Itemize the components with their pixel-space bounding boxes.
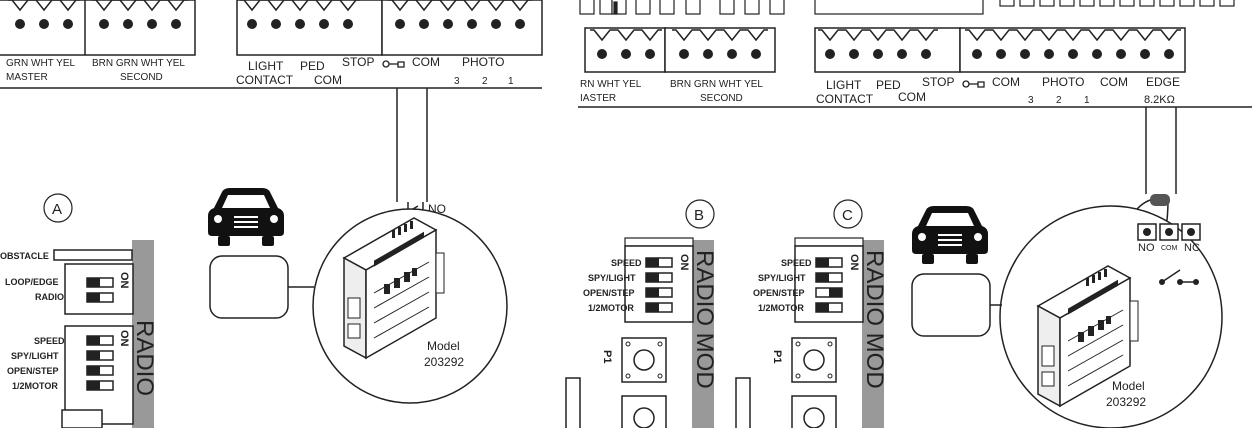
right-com2-label: COM — [1100, 75, 1128, 89]
relay-terminal-block — [1137, 223, 1201, 241]
left-com-label: COM — [412, 55, 440, 69]
relay-no-label: NO — [1138, 242, 1155, 254]
right-terminal-strip — [578, 27, 1252, 108]
b-half-motor-label: 1/2MOTOR — [588, 303, 634, 313]
left-cable — [396, 88, 428, 213]
left-on-bottom: ON — [118, 330, 130, 347]
right-top-partial — [579, 0, 1235, 15]
section-c-marker — [833, 199, 863, 229]
right-second-wire-colors: BRN GRN WHT YEL — [670, 79, 763, 90]
right-bottom-com-label: COM — [898, 90, 926, 104]
right-photo-2: 2 — [1056, 95, 1062, 106]
left-photo-label: PHOTO — [462, 55, 504, 69]
left-loop-detector — [209, 255, 289, 319]
left-master-wire-colors: GRN WHT YEL — [6, 58, 76, 69]
relay-nc-label: NC — [1184, 242, 1200, 254]
left-relay-magnifier: Model 203292 — [312, 208, 508, 404]
section-b-marker — [685, 199, 715, 229]
left-on-top: ON — [118, 272, 130, 289]
right-light-label: LIGHT — [826, 78, 862, 92]
left-light-label: LIGHT — [248, 59, 284, 73]
right-key-icon — [962, 80, 985, 88]
right-photo-3: 3 — [1028, 95, 1034, 106]
right-edge-label: EDGE — [1146, 75, 1180, 89]
b-speed-label: SPEED — [611, 258, 642, 268]
left-control-board — [53, 240, 154, 428]
left-photo-1: 1 — [508, 76, 514, 87]
left-radio-switch-label: RADIO — [35, 292, 64, 302]
right-second-label: SECOND — [700, 93, 743, 104]
left-stop-label: STOP — [342, 55, 374, 69]
section-a-marker — [43, 193, 73, 223]
left-model-label: Model — [427, 339, 460, 353]
left-photo-2: 2 — [482, 76, 488, 87]
right-model-label: Model — [1112, 379, 1145, 393]
b-open-step-label: OPEN/STEP — [583, 288, 635, 298]
section-c-letter: C — [842, 207, 853, 224]
left-bottom-com-label: COM — [314, 73, 342, 87]
right-cable-crimp — [1150, 194, 1170, 206]
b-p1-label: P1 — [601, 350, 613, 363]
c-spy-light-label: SPY/LIGHT — [758, 273, 806, 283]
board-c — [735, 237, 884, 428]
c-speed-label: SPEED — [781, 258, 812, 268]
left-ped-label: PED — [300, 59, 325, 73]
relay-com-label: COM — [1161, 245, 1178, 252]
left-open-step-label: OPEN/STEP — [7, 366, 59, 376]
right-edge-value: 8.2KΩ — [1144, 94, 1175, 106]
section-b-letter: B — [694, 207, 704, 224]
left-car-icon — [208, 188, 284, 246]
right-photo-label: PHOTO — [1042, 75, 1084, 89]
b-spy-light-label: SPY/LIGHT — [588, 273, 636, 283]
relay-contact-symbol — [1159, 269, 1199, 285]
right-contact-label: CONTACT — [816, 92, 874, 106]
right-master-label: IASTER — [580, 93, 616, 104]
left-speed-label: SPEED — [34, 336, 65, 346]
c-radio-module-text: RADIO MOD — [861, 250, 888, 389]
left-model-number: 203292 — [424, 355, 464, 369]
right-stop-label: STOP — [922, 75, 954, 89]
right-loop-detector — [911, 273, 991, 337]
b-on-label: ON — [678, 254, 690, 271]
c-open-step-label: OPEN/STEP — [753, 288, 805, 298]
left-terminal-strip — [0, 0, 543, 89]
right-com-label: COM — [992, 75, 1020, 89]
c-half-motor-label: 1/2MOTOR — [758, 303, 804, 313]
obstacle-label: OBSTACLE — [0, 251, 49, 261]
c-on-label: ON — [848, 254, 860, 271]
right-model-number: 203292 — [1106, 395, 1146, 409]
section-a-letter: A — [52, 201, 62, 218]
right-ped-label: PED — [876, 78, 901, 92]
key-icon — [382, 60, 405, 68]
left-half-motor-label: 1/2MOTOR — [12, 381, 58, 391]
left-second-wire-colors: BRN GRN WHT YEL — [92, 58, 185, 69]
left-radio-module-text: RADIO — [131, 320, 158, 396]
left-photo-3: 3 — [454, 76, 460, 87]
right-relay-magnifier: NO COM NC Model 203292 — [999, 205, 1223, 428]
left-contact-label: CONTACT — [236, 73, 294, 87]
left-second-label: SECOND — [120, 72, 163, 83]
left-loop-edge-label: LOOP/EDGE — [5, 277, 59, 287]
left-master-label: MASTER — [6, 72, 48, 83]
right-car-icon — [912, 206, 988, 264]
right-master-wire-colors: RN WHT YEL — [580, 79, 642, 90]
left-spy-light-label: SPY/LIGHT — [11, 351, 59, 361]
b-radio-module-text: RADIO MOD — [691, 250, 718, 389]
c-p1-label: P1 — [771, 350, 783, 363]
board-b — [565, 237, 714, 428]
right-photo-1: 1 — [1084, 95, 1090, 106]
